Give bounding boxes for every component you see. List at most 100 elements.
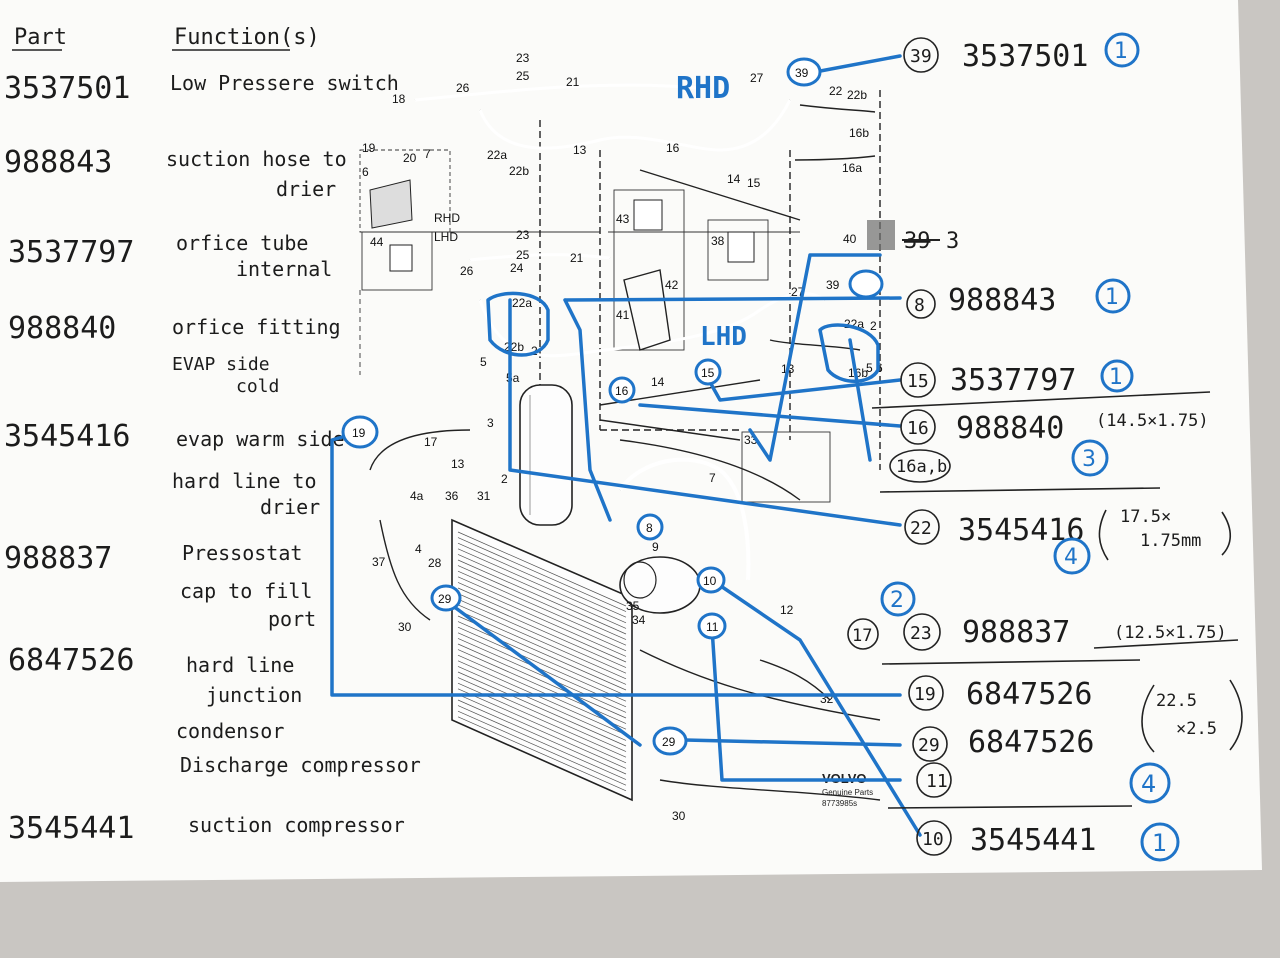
diagram-number: 35 bbox=[626, 599, 640, 613]
part-function: Discharge compressor bbox=[180, 753, 421, 777]
diagram-bubble-16 bbox=[608, 376, 636, 404]
callout-part-struck: 3 bbox=[946, 229, 959, 254]
part-function: Pressostat bbox=[182, 541, 302, 565]
diagram-number: 43 bbox=[616, 212, 630, 226]
diagram-number: 26 bbox=[460, 264, 474, 278]
part-number: 3537797 bbox=[8, 235, 134, 270]
part-function: orfice tube bbox=[176, 231, 308, 255]
part-number: 6847526 bbox=[8, 643, 134, 678]
callout-ref: 11 bbox=[926, 771, 948, 792]
diagram-number: 30 bbox=[398, 620, 412, 634]
callout-size: ×2.5 bbox=[1176, 719, 1217, 739]
part-function: suction hose to bbox=[166, 147, 347, 171]
diagram-number: 28 bbox=[428, 556, 442, 570]
diagram-number: 44 bbox=[370, 235, 384, 249]
callout-ref: 17 bbox=[852, 626, 872, 646]
diagram-number: 7 bbox=[709, 471, 716, 485]
diagram-bubble-22b bbox=[848, 269, 884, 299]
diagram-number: 17 bbox=[424, 435, 438, 449]
part-function: internal bbox=[236, 257, 332, 281]
part-function: hard line bbox=[186, 653, 294, 677]
callout-ref: 22 bbox=[910, 518, 932, 539]
diagram-number: 19 bbox=[362, 141, 376, 155]
part-function: drier bbox=[260, 495, 320, 519]
diagram-number: 4a bbox=[410, 489, 424, 503]
volvo-genuine: Genuine Parts bbox=[822, 788, 873, 797]
diagram-number: 21 bbox=[566, 75, 580, 89]
diagram-number: 30 bbox=[672, 809, 686, 823]
diagram-number: 25 bbox=[516, 69, 530, 83]
svg-text:29: 29 bbox=[662, 735, 676, 749]
svg-text:19: 19 bbox=[352, 426, 366, 440]
diagram-number: 16b bbox=[848, 366, 868, 380]
ac-system-drawing bbox=[359, 83, 895, 802]
diagram-number: 6 bbox=[362, 165, 369, 179]
diagram-number: 2 bbox=[501, 472, 508, 486]
callout-ref: 23 bbox=[910, 623, 932, 644]
rhd-small-label: RHD bbox=[434, 211, 460, 225]
callout-part: 988840 bbox=[956, 411, 1064, 446]
callout-qty: 2 bbox=[890, 588, 904, 613]
blue-annotations: RHD LHD 39 16 15 8 19 29 29 10 bbox=[330, 54, 922, 837]
diagram-number: 13 bbox=[573, 143, 587, 157]
diagram-number: 27 bbox=[750, 71, 764, 85]
part-function: drier bbox=[276, 177, 336, 201]
callout-part: 6847526 bbox=[966, 677, 1092, 712]
lhd-small-label: LHD bbox=[434, 230, 458, 244]
diagram-number: 14 bbox=[727, 172, 741, 186]
diagram-number: 12 bbox=[780, 603, 794, 617]
diagram-bubble-29a bbox=[430, 584, 462, 612]
callout-qty: 1 bbox=[1152, 829, 1167, 857]
diagram-number: 18 bbox=[392, 92, 406, 106]
diagram-number: 22a bbox=[487, 148, 507, 162]
diagram-number: 24 bbox=[510, 261, 524, 275]
diagram-bubble-29b bbox=[652, 726, 688, 756]
right-callout-list: 39 3537501 1 39 3 8 988843 1 15 3537797 … bbox=[847, 32, 1243, 862]
ref-circle bbox=[903, 37, 939, 73]
callout-ref: 10 bbox=[922, 829, 944, 850]
part-function: orfice fitting bbox=[172, 315, 341, 339]
diagram-number: 22b bbox=[847, 88, 867, 102]
callout-qty: 3 bbox=[1082, 447, 1096, 472]
diagram-number: 14 bbox=[651, 375, 665, 389]
diagram-number: 38 bbox=[711, 234, 725, 248]
diagram-number: 22a bbox=[512, 296, 532, 310]
svg-text:29: 29 bbox=[438, 592, 452, 606]
diagram-bubble-10 bbox=[696, 566, 726, 594]
callout-part: 6847526 bbox=[968, 725, 1094, 760]
diagram-number: 37 bbox=[372, 555, 386, 569]
diagram-number: 31 bbox=[477, 489, 491, 503]
lhd-label: LHD bbox=[700, 322, 747, 352]
callout-size: 17.5× bbox=[1120, 507, 1171, 527]
part-number: 988840 bbox=[8, 311, 116, 346]
callout-size: 1.75mm bbox=[1140, 531, 1201, 551]
svg-text:8: 8 bbox=[646, 521, 653, 535]
header-functions: Function(s) bbox=[174, 25, 320, 50]
diagram-number: 3 bbox=[487, 416, 494, 430]
header-part: Part bbox=[14, 25, 67, 50]
diagram-bubble-39 bbox=[786, 57, 822, 87]
diagram-number: 23 bbox=[516, 228, 530, 242]
callout-part: 3545441 bbox=[970, 823, 1096, 858]
callout-part: 3545416 bbox=[958, 513, 1084, 548]
diagram-number: 9 bbox=[652, 540, 659, 554]
callout-part: 3537797 bbox=[950, 363, 1076, 398]
svg-text:16: 16 bbox=[615, 384, 629, 398]
rhd-label: RHD bbox=[676, 71, 730, 106]
part-number: 988837 bbox=[4, 541, 112, 576]
condenser-fins bbox=[457, 531, 627, 792]
callout-qty: 1 bbox=[1114, 39, 1128, 64]
callout-qty: 4 bbox=[1064, 545, 1078, 570]
diagram-number: 22b bbox=[509, 164, 529, 178]
part-number: 3545441 bbox=[8, 811, 134, 846]
part-number: 988843 bbox=[4, 145, 112, 180]
diagram-number: 7 bbox=[424, 147, 431, 161]
diagram-number: 16a bbox=[842, 161, 862, 175]
diagram-number: 39 bbox=[826, 278, 840, 292]
diagram-bubble-11 bbox=[697, 612, 727, 640]
callout-size: 22.5 bbox=[1156, 691, 1197, 711]
diagram-number: 22 bbox=[829, 84, 843, 98]
callout-ref: 16 bbox=[907, 418, 929, 439]
callout-ref: 8 bbox=[914, 295, 925, 316]
